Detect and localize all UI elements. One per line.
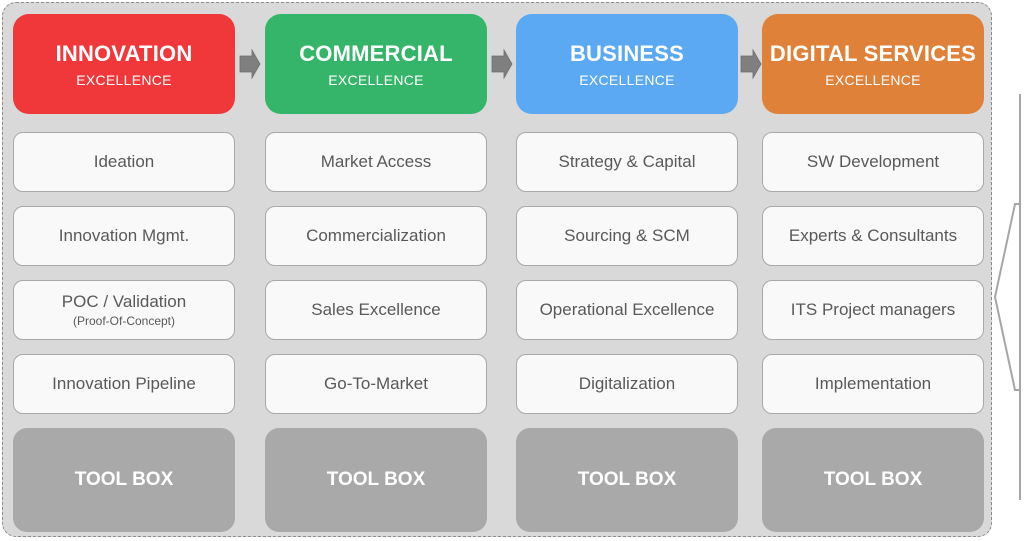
header-digital-services: DIGITAL SERVICES EXCELLENCE	[762, 14, 984, 114]
item-ideation: Ideation	[13, 132, 235, 192]
item-label: Sourcing & SCM	[564, 226, 690, 245]
item-commercialization: Commercialization	[265, 206, 487, 266]
item-innovation-pipeline: Innovation Pipeline	[13, 354, 235, 414]
item-go-to-market: Go-To-Market	[265, 354, 487, 414]
header-title: BUSINESS	[569, 41, 685, 66]
header-subtitle: EXCELLENCE	[825, 72, 921, 88]
item-label: Operational Excellence	[539, 300, 715, 319]
item-experts-consultants: Experts & Consultants	[762, 206, 984, 266]
item-label: Strategy & Capital	[558, 152, 696, 171]
toolbox-label: TOOL BOX	[823, 469, 923, 490]
item-note: (Proof-Of-Concept)	[72, 314, 176, 328]
toolbox-label: TOOL BOX	[74, 469, 174, 490]
item-label: Digitalization	[578, 374, 676, 393]
toolbox-digital-services: TOOL BOX	[762, 428, 984, 532]
toolbox-label: TOOL BOX	[326, 469, 426, 490]
item-label: Innovation Mgmt.	[58, 226, 190, 245]
item-label: Implementation	[814, 374, 932, 393]
item-its-project-managers: ITS Project managers	[762, 280, 984, 340]
item-label: Sales Excellence	[311, 300, 441, 319]
item-label: Go-To-Market	[324, 374, 428, 393]
item-sourcing-scm: Sourcing & SCM	[516, 206, 738, 266]
item-label: Innovation Pipeline	[52, 374, 196, 393]
item-sales-excellence: Sales Excellence	[265, 280, 487, 340]
header-innovation: INNOVATION EXCELLENCE	[13, 14, 235, 114]
item-sw-development: SW Development	[762, 132, 984, 192]
item-label: ITS Project managers	[790, 300, 956, 319]
toolbox-commercial: TOOL BOX	[265, 428, 487, 532]
flow-arrow-icon	[740, 48, 762, 80]
header-subtitle: EXCELLENCE	[328, 72, 424, 88]
flow-arrow-icon	[239, 48, 261, 80]
item-label: POC / Validation	[61, 292, 187, 311]
item-operational-excellence: Operational Excellence	[516, 280, 738, 340]
item-strategy-capital: Strategy & Capital	[516, 132, 738, 192]
item-label: Market Access	[320, 152, 432, 171]
toolbox-business: TOOL BOX	[516, 428, 738, 532]
header-commercial: COMMERCIAL EXCELLENCE	[265, 14, 487, 114]
flow-arrow-icon	[491, 48, 513, 80]
item-poc-validation: POC / Validation (Proof-Of-Concept)	[13, 280, 235, 340]
header-subtitle: EXCELLENCE	[76, 72, 172, 88]
toolbox-label: TOOL BOX	[577, 469, 677, 490]
header-title: INNOVATION	[55, 41, 193, 66]
toolbox-innovation: TOOL BOX	[13, 428, 235, 532]
item-label: SW Development	[806, 152, 940, 171]
header-business: BUSINESS EXCELLENCE	[516, 14, 738, 114]
item-digitalization: Digitalization	[516, 354, 738, 414]
header-title: COMMERCIAL	[299, 41, 453, 66]
left-chevron-arrow-icon	[994, 94, 1021, 500]
item-implementation: Implementation	[762, 354, 984, 414]
item-innovation-mgmt: Innovation Mgmt.	[13, 206, 235, 266]
item-label: Experts & Consultants	[788, 226, 958, 245]
item-market-access: Market Access	[265, 132, 487, 192]
item-label: Ideation	[93, 152, 155, 171]
header-subtitle: EXCELLENCE	[579, 72, 675, 88]
item-label: Commercialization	[306, 226, 446, 245]
header-title: DIGITAL SERVICES	[769, 41, 977, 66]
